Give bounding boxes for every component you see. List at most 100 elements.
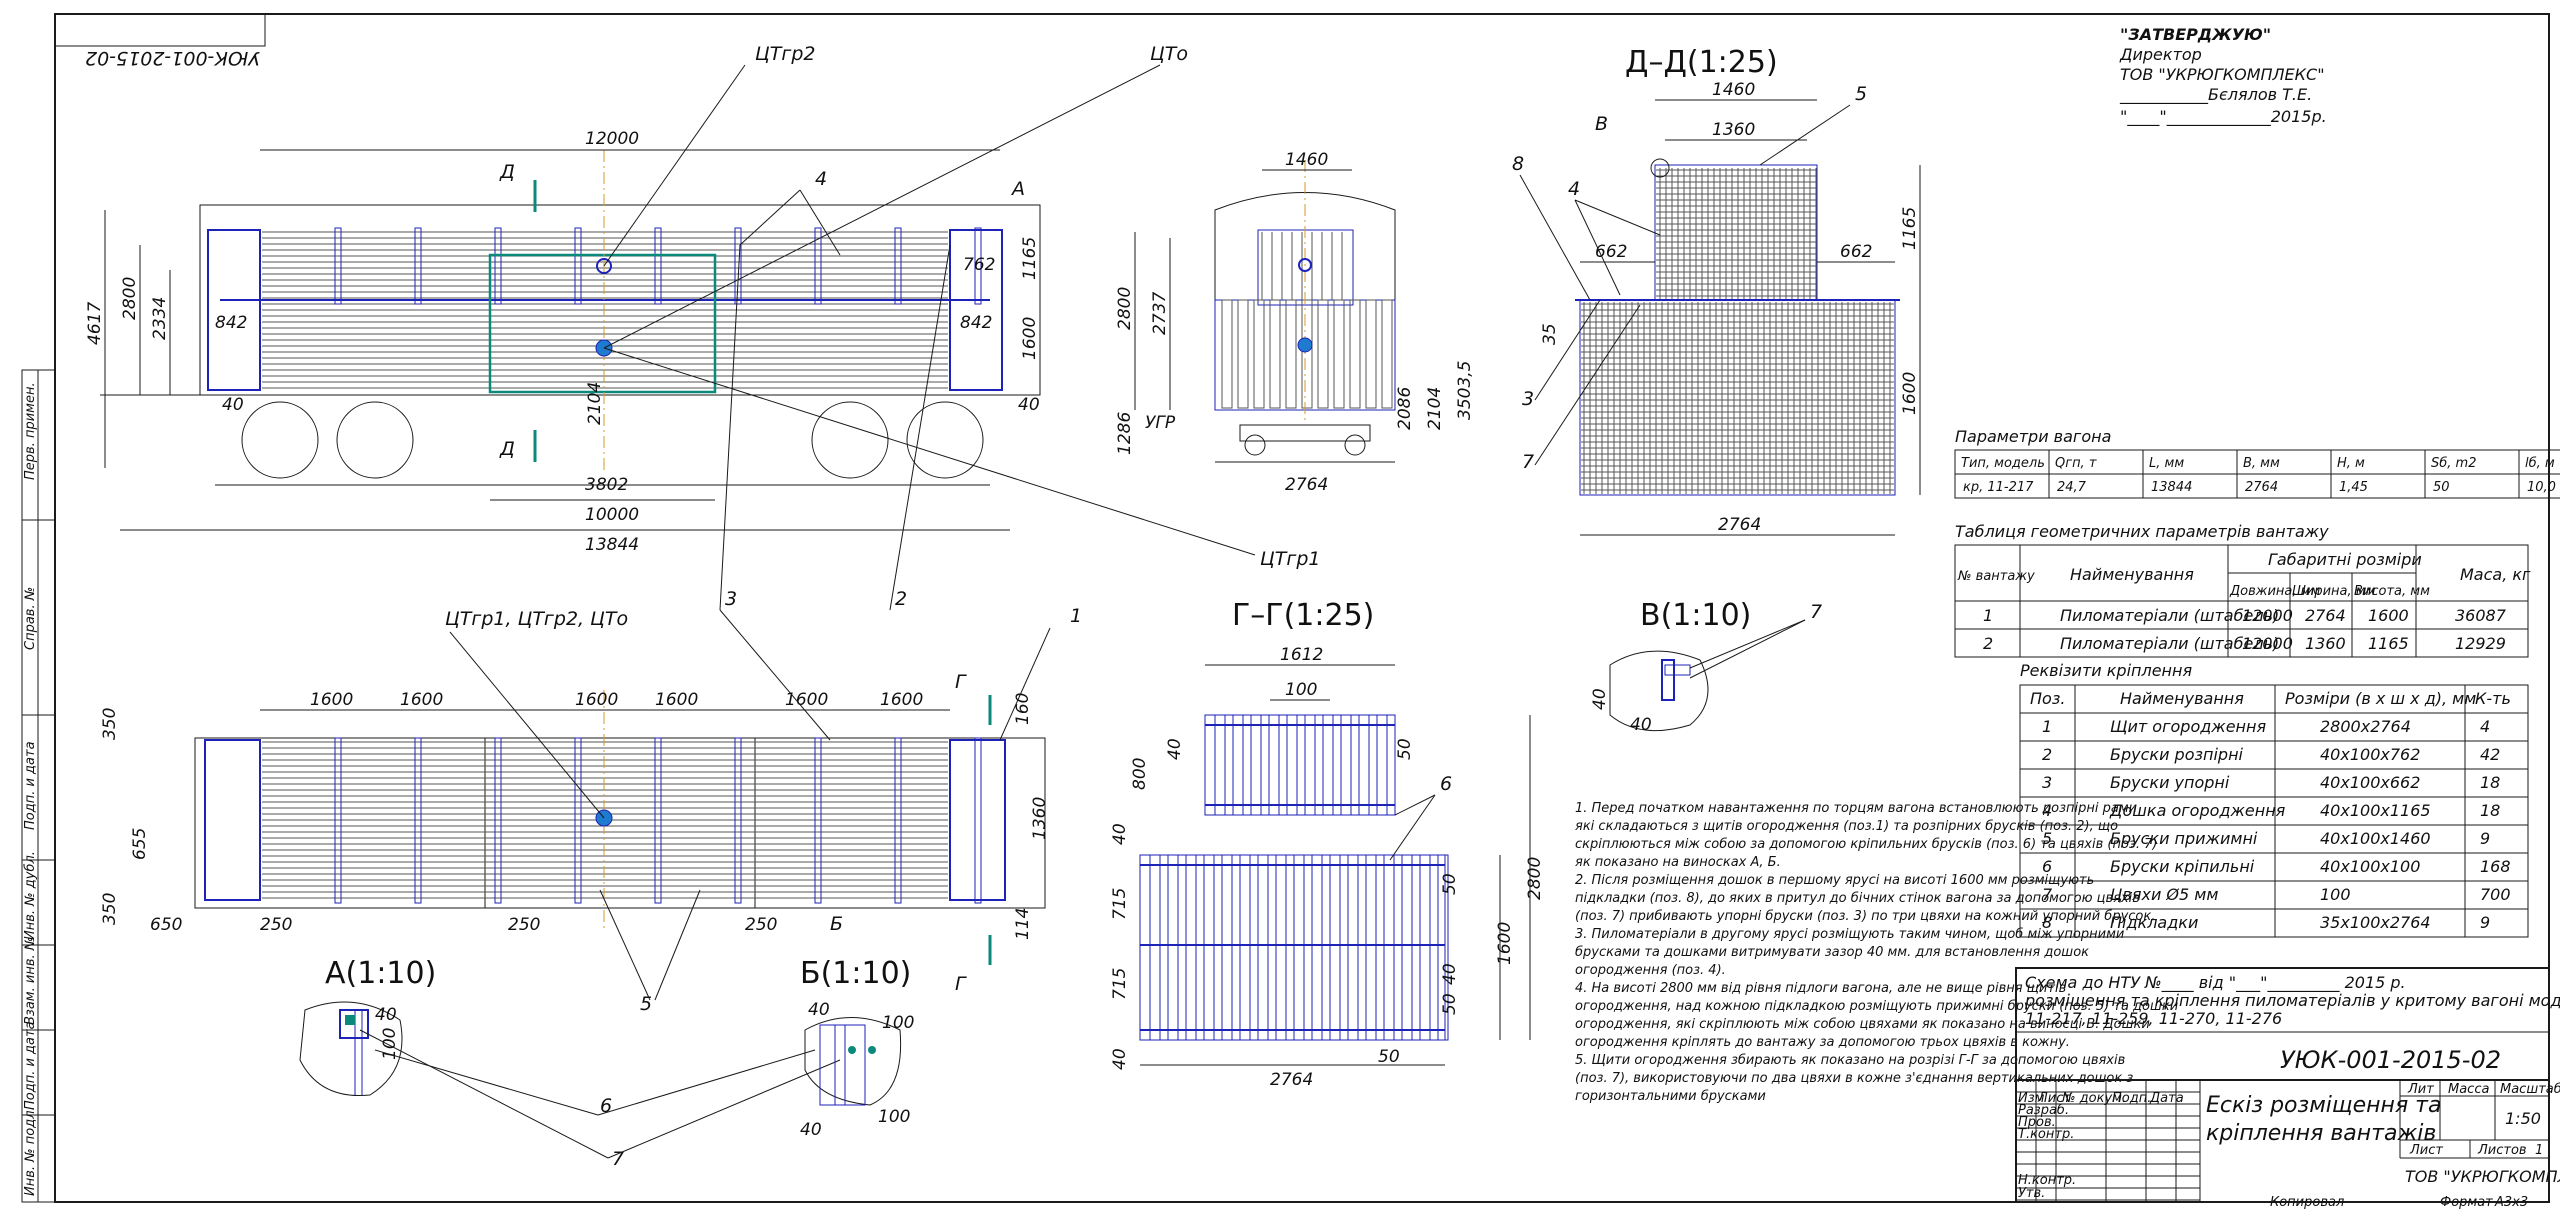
dim-label: 1600 [310, 690, 353, 710]
table-header: lб, м [2525, 456, 2555, 471]
fence-board [894, 737, 902, 904]
table-cell: Бруски розпірні [2110, 745, 2244, 764]
plank-line [1340, 714, 1352, 816]
note-line: 3. Пиломатеріали в другому ярусі розміщу… [1575, 927, 2124, 942]
callout: 7 [1522, 451, 1534, 473]
view-title: А(1:10) [325, 956, 436, 991]
plank-line [1250, 714, 1262, 816]
plank-line [1257, 854, 1269, 1041]
plank-line [1437, 854, 1449, 1041]
section-mark: Д [499, 161, 515, 183]
callout: 8 [1512, 153, 1524, 175]
table-cell: 1 [1983, 606, 1993, 625]
dim-label: 1460 [1285, 150, 1328, 170]
dim-label: 160 [1013, 693, 1033, 725]
dim-label: 2764 [1270, 1070, 1313, 1090]
plank-line [1275, 854, 1287, 1041]
dim-label: 2104 [585, 382, 605, 425]
dim-label: 100 [380, 1028, 400, 1060]
plank-line [1301, 299, 1313, 409]
doc-code-box [54, 13, 266, 47]
fence-board [494, 227, 502, 305]
dim-label: 1600 [400, 690, 443, 710]
table-cell: 7 [2042, 885, 2053, 904]
dim-label: 1612 [1280, 645, 1323, 665]
plank-line [1419, 854, 1431, 1041]
dim-label: 2104 [1425, 387, 1445, 430]
section-gg: Г–Г(1:25) 1612 100 40 800 50 40 715 715 … [1110, 598, 1545, 1090]
table-cell: 700 [2480, 885, 2511, 904]
fence-board [654, 227, 662, 305]
table-cell: 40х100х762 [2320, 745, 2420, 764]
dim-label: 50 [1395, 738, 1415, 760]
tb-label: Н.контр. [2018, 1173, 2076, 1188]
drawing-name: кріплення вантажів [2206, 1121, 2436, 1146]
stamp-text: Инв. № подл. [23, 1106, 38, 1196]
fence-board [974, 737, 982, 904]
table-cell: 36087 [2455, 606, 2507, 625]
tb-label: Утв. [2018, 1186, 2045, 1201]
plank-line [1401, 854, 1413, 1041]
dim-label: 715 [1110, 888, 1130, 920]
side-view: 12000 4617 2800 2334 842 842 762 1165 16… [85, 43, 1321, 570]
note-line: огородження (поз. 4). [1575, 963, 1726, 978]
note-line: як показано на виносках А, Б. [1575, 855, 1781, 870]
table-caption: Реквізити кріплення [2020, 661, 2192, 680]
tb-label: Листов [2477, 1143, 2527, 1158]
dim-label: 3802 [585, 475, 628, 495]
dim-label: 4617 [85, 302, 105, 345]
scheme-line: Схема до НТУ №____ від "___"_________ 20… [2025, 973, 2406, 993]
dim-label: 1360 [1030, 797, 1050, 840]
table-header: Sб, m2 [2431, 456, 2476, 471]
tb-label: Изм [2018, 1091, 2045, 1106]
approval-line: Директор [2119, 45, 2202, 64]
table-cell: 2 [1983, 634, 1993, 653]
tb-label: Пров. [2018, 1115, 2056, 1130]
tb-label: Дата [2149, 1091, 2184, 1106]
plank-line [1221, 299, 1233, 409]
dim-label: 2334 [150, 297, 170, 340]
table-cell: Бруски прижимні [2110, 829, 2258, 848]
stamp-text: Подп. и дата [23, 1021, 38, 1110]
dim-label: 2800 [1115, 287, 1135, 330]
table-cell: Цвяхи Ø5 мм [2110, 885, 2218, 904]
plank-line [1268, 714, 1280, 816]
dim-label: 114 [1013, 908, 1033, 940]
table-cell: 40х100х100 [2320, 857, 2420, 876]
dim-label: 40 [375, 1005, 397, 1025]
dim-label: 40 [1440, 963, 1460, 985]
plank-line [1383, 854, 1395, 1041]
table-cell: 4 [2480, 717, 2490, 736]
table-header: H, м [2337, 456, 2365, 471]
tb-scale: 1:50 [2505, 1109, 2541, 1128]
dim-label: 2800 [1525, 857, 1545, 900]
section-mark: Д [499, 438, 515, 460]
plank-line [1221, 854, 1233, 1041]
table-cell: Дошка огородження [2109, 801, 2286, 820]
table-cell: 12000 [2242, 634, 2293, 653]
table-header: Ширина, мм [2292, 584, 2376, 599]
table-cell: 2764 [2305, 606, 2346, 625]
dim-label: 50 [1378, 1047, 1400, 1067]
table-cell: 9 [2480, 913, 2490, 932]
note-line: огородження кріплять до вантажу за допом… [1575, 1035, 2070, 1050]
table-cell: 2800х2764 [2320, 717, 2411, 736]
note-line: 5. Щити огородження збирають як показано… [1575, 1053, 2125, 1068]
table-header: Висота, мм [2354, 584, 2430, 599]
table-border [2019, 684, 2529, 938]
dim-label: 350 [100, 708, 120, 740]
dim-label: 1600 [655, 690, 698, 710]
fence-board [574, 737, 582, 904]
dim-label: 40 [1590, 688, 1610, 710]
callout: 4 [815, 168, 827, 190]
notes-block: 1. Перед початком навантаження по торцям… [1575, 801, 2178, 1104]
tb-label: Масштаб [2500, 1082, 2560, 1097]
note-line: які складаються з щитів огородження (поз… [1575, 819, 2118, 834]
dim-label: 40 [808, 1000, 830, 1020]
table-cell: Щит огородження [2110, 717, 2266, 736]
dim-label: 2800 [120, 277, 140, 320]
tb-label: Т.контр. [2018, 1127, 2074, 1142]
